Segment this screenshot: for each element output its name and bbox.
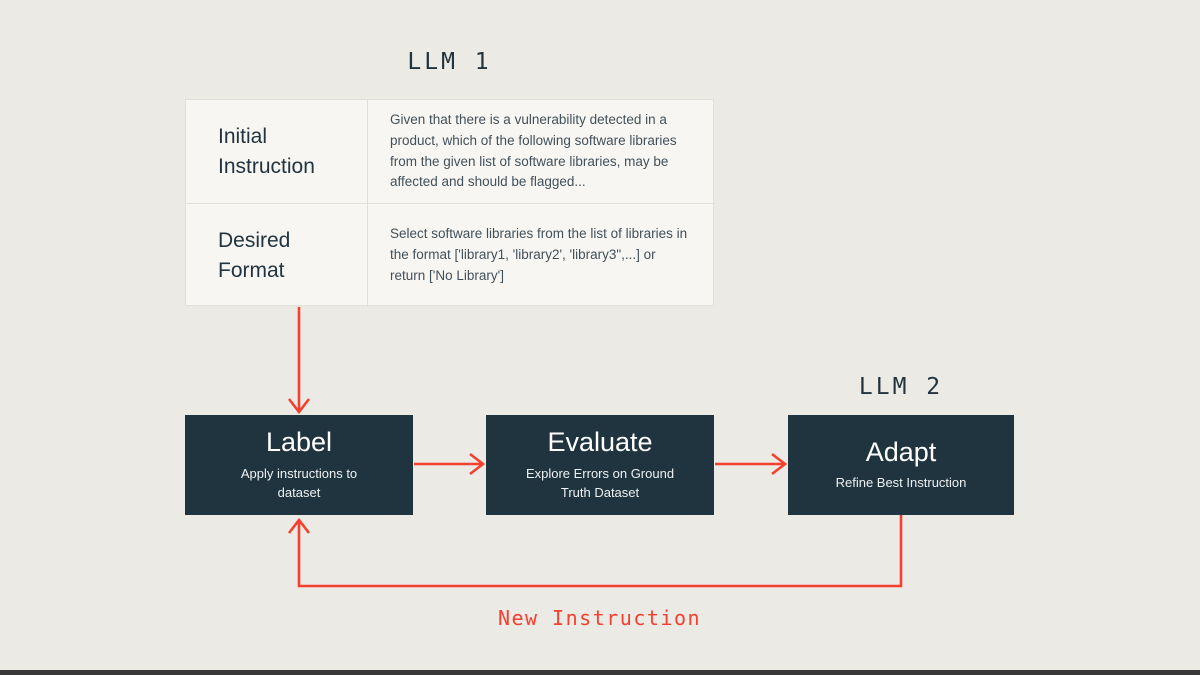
table-cell-desired-format-text: Select software libraries from the list … <box>390 226 688 283</box>
arrowhead-table-to-label <box>287 398 311 415</box>
instruction-table: Initial Instruction Given that there is … <box>185 99 715 307</box>
llm2-heading: LLM 2 <box>858 374 944 400</box>
flow-box-adapt-subtitle: Refine Best Instruction <box>835 475 967 491</box>
bottom-bar <box>0 670 1200 675</box>
flow-box-evaluate: Evaluate Explore Errors on Ground Truth … <box>486 415 714 515</box>
flow-box-evaluate-subtitle: Explore Errors on Ground Truth Dataset <box>525 465 675 501</box>
flow-box-label: Label Apply instructions to dataset <box>185 415 413 515</box>
feedback-label: New Instruction <box>497 606 702 630</box>
arrowhead-label-to-evaluate <box>469 452 486 476</box>
flow-box-label-title: Label <box>265 427 333 458</box>
flow-box-adapt: Adapt Refine Best Instruction <box>788 415 1014 515</box>
flow-box-evaluate-title: Evaluate <box>547 427 653 458</box>
arrowhead-feedback-to-label <box>287 517 311 534</box>
table-cell-initial-instruction-text: Given that there is a vulnerability dete… <box>368 100 715 204</box>
table-header-initial-instruction: Initial Instruction <box>186 100 368 204</box>
flow-box-label-subtitle: Apply instructions to dataset <box>240 465 358 501</box>
table-header-desired-format: Desired Format <box>186 204 368 307</box>
feedback-arrow <box>297 515 903 588</box>
llm1-heading: LLM 1 <box>407 49 492 75</box>
arrowhead-evaluate-to-adapt <box>771 452 788 476</box>
flow-box-adapt-title: Adapt <box>865 437 937 468</box>
